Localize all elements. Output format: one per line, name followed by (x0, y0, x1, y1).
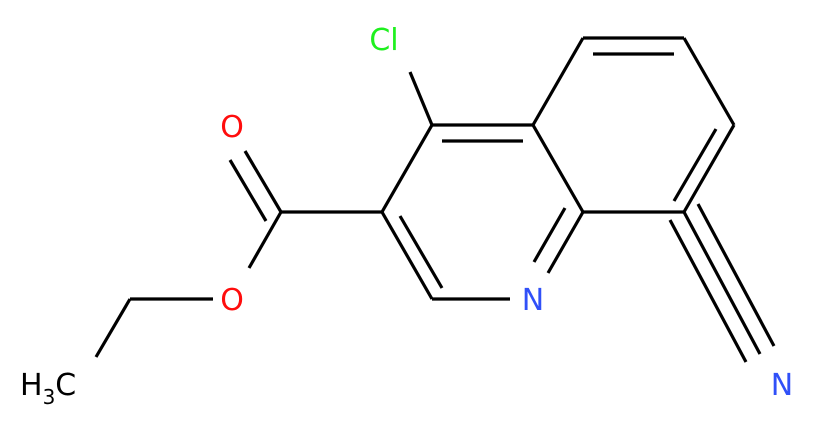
bond-c7-c8 (682, 124, 736, 213)
methyl-h: H (20, 368, 43, 403)
methyl-c: C (55, 368, 76, 403)
ester-oxygen-label: O (220, 283, 244, 318)
bond-nitrile-2 (696, 203, 776, 347)
bond-n1-c8a-inner (532, 207, 567, 263)
bond-layer (94, 36, 776, 363)
atom-label-layer: Cl O O N N H3C (20, 23, 793, 409)
bond-n1-c8a (546, 211, 585, 274)
bond-nitrile-1 (682, 211, 762, 355)
bond-c4a-c5 (531, 37, 585, 126)
bond-c3-c2-inner (398, 215, 444, 289)
nitrile-nitrogen-label: N (771, 368, 793, 403)
bond-carbonyl-double-2 (228, 159, 268, 222)
bond-c4-cl (408, 71, 434, 126)
bond-c4-c3 (380, 124, 434, 213)
methyl-label: H3C (20, 368, 76, 409)
bond-carbonyl-double-1 (243, 150, 283, 213)
bond-ccarbonyl-oester (247, 211, 283, 269)
carbonyl-oxygen-label: O (220, 110, 244, 145)
bond-c7-c8-inner (672, 128, 718, 202)
bond-c8a-c4a (531, 124, 585, 213)
ring-nitrogen-label: N (522, 283, 544, 318)
bond-c3-c2 (380, 211, 434, 300)
chlorine-label: Cl (369, 23, 398, 58)
bond-ch2-ch3 (94, 298, 132, 358)
methyl-subscript: 3 (43, 385, 56, 409)
bond-nitrile-3 (668, 219, 748, 363)
bond-c6-c7 (682, 37, 736, 126)
